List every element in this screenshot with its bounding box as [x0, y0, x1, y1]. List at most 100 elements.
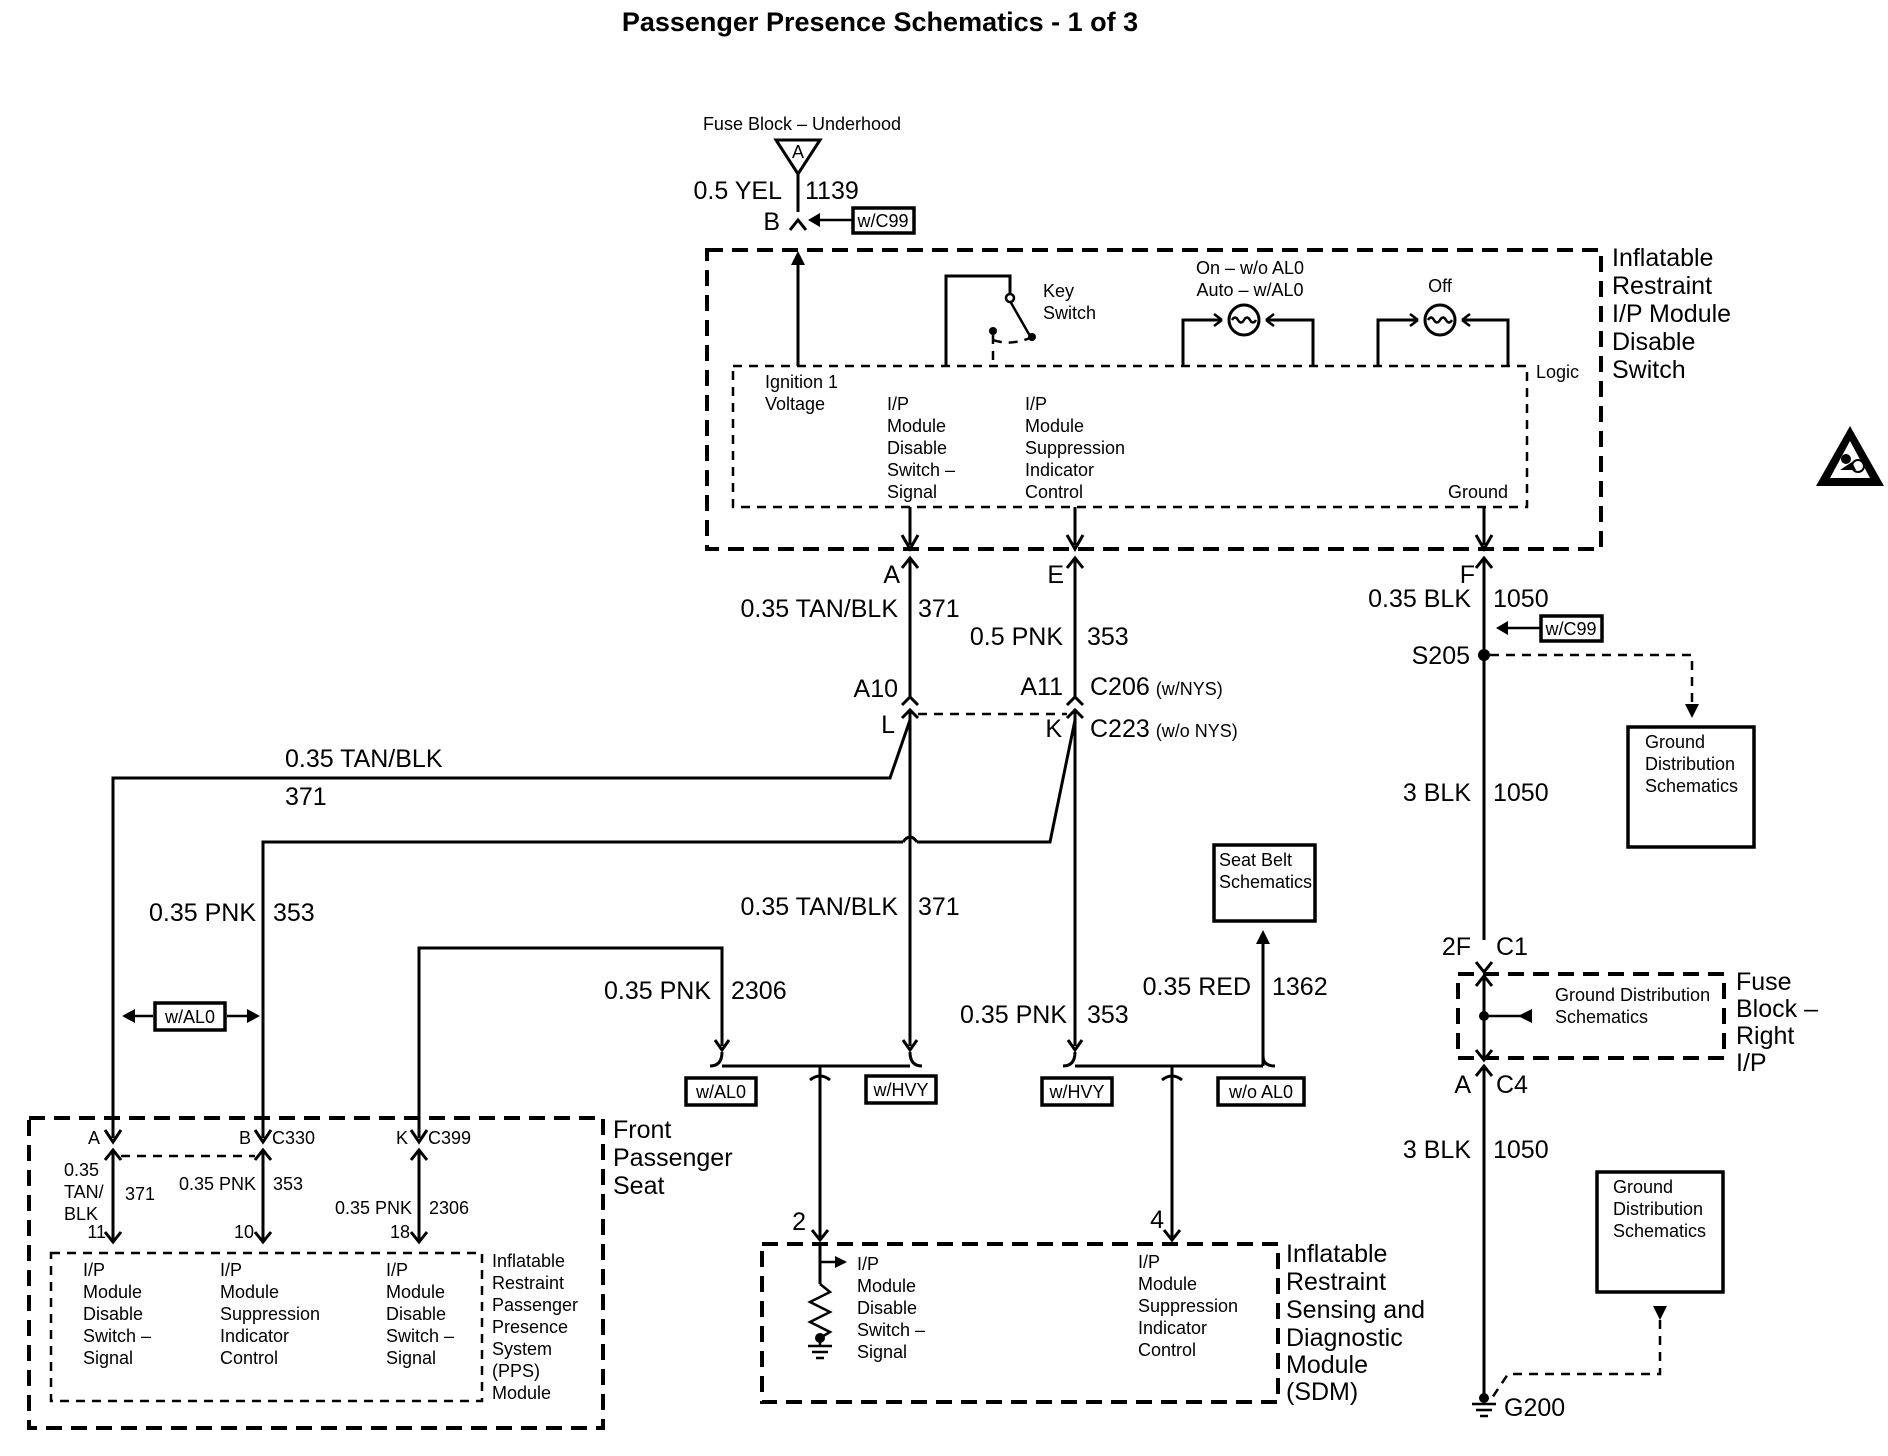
off-indicator: [1376, 318, 1510, 366]
svg-text:w/AL0: w/AL0: [695, 1082, 746, 1102]
wire-2306-circuit: 2306: [731, 977, 787, 1005]
svg-text:Block –: Block –: [1736, 995, 1818, 1023]
wire-1050-3blk-b-circuit: 1050: [1493, 1136, 1549, 1164]
connector-c1: C1: [1496, 933, 1528, 961]
svg-text:Ignition 1: Ignition 1: [765, 372, 838, 392]
svg-text:Seat: Seat: [613, 1172, 664, 1200]
svg-text:Switch –: Switch –: [83, 1326, 151, 1346]
seat-term-b: B: [239, 1128, 251, 1148]
option-tag-whvy-1: [864, 1074, 938, 1105]
svg-text:Module: Module: [1025, 416, 1084, 436]
svg-text:Key: Key: [1043, 281, 1074, 301]
fuse-terminal-a: A: [792, 142, 804, 162]
option-tag-wc99-splice: [1539, 614, 1604, 643]
svg-text:w/AL0: w/AL0: [164, 1007, 215, 1027]
svg-text:Schematics: Schematics: [1219, 872, 1312, 892]
wire-1050-3blk-b-color: 3 BLK: [1403, 1136, 1471, 1164]
svg-text:Module: Module: [386, 1282, 445, 1302]
connector-a11: A11: [1020, 673, 1063, 701]
pps-module-box: [49, 1251, 484, 1403]
wire-1362-circuit: 1362: [1272, 973, 1328, 1001]
svg-text:Distribution: Distribution: [1613, 1199, 1703, 1219]
seat-wire-371-color: 0.35 TAN/ BLK: [64, 1160, 104, 1224]
disable-switch-box: [705, 248, 1603, 551]
svg-text:I/P: I/P: [386, 1260, 408, 1280]
wire-1050-top-circuit: 1050: [1493, 585, 1549, 613]
svg-text:Inflatable: Inflatable: [1286, 1240, 1387, 1268]
wire-1139-circuit: 1139: [805, 177, 859, 205]
svg-text:(PPS): (PPS): [492, 1361, 540, 1381]
wire-371-left-color: 0.35 TAN/BLK: [285, 745, 443, 773]
svg-text:Diagnostic: Diagnostic: [1286, 1324, 1403, 1352]
fuse-terminal-b: B: [763, 208, 780, 236]
svg-text:Disable: Disable: [386, 1304, 446, 1324]
wire-353-mid-color: 0.35 PNK: [960, 1001, 1067, 1029]
svg-text:Restraint: Restraint: [1612, 272, 1712, 300]
wire-1362-color: 0.35 RED: [1143, 973, 1251, 1001]
wire-371-mid-color: 0.35 TAN/BLK: [741, 893, 899, 921]
svg-text:Ground: Ground: [1613, 1177, 1673, 1197]
wire-353-top-color: 0.5 PNK: [970, 623, 1063, 651]
svg-text:Auto – w/AL0: Auto – w/AL0: [1196, 280, 1303, 300]
connector-a: A: [883, 561, 900, 589]
sdm-col-indicator-control: I/P Module Suppression Indicator Control: [1138, 1252, 1238, 1360]
seat-c399: C399: [428, 1128, 471, 1148]
pps-col-disable-signal-1: I/P Module Disable Switch – Signal: [83, 1260, 151, 1368]
off-lamp-icon: [1423, 303, 1457, 337]
svg-text:Control: Control: [1025, 482, 1083, 502]
svg-text:Voltage: Voltage: [765, 394, 825, 414]
svg-text:Signal: Signal: [386, 1348, 436, 1368]
svg-text:Module: Module: [220, 1282, 279, 1302]
sdm-pin-4: 4: [1150, 1206, 1164, 1234]
svg-text:Restraint: Restraint: [1286, 1268, 1386, 1296]
svg-text:I/P: I/P: [83, 1260, 105, 1280]
svg-text:Module: Module: [1286, 1351, 1368, 1379]
wire-371-top-circuit: 371: [918, 595, 960, 623]
svg-text:Switch: Switch: [1612, 356, 1686, 384]
svg-text:Signal: Signal: [857, 1342, 907, 1362]
seat-pin-18: 18: [390, 1222, 410, 1242]
svg-text:Disable: Disable: [887, 438, 947, 458]
connector-l: L: [881, 711, 895, 739]
svg-text:(SDM): (SDM): [1286, 1378, 1358, 1406]
svg-text:Switch –: Switch –: [887, 460, 955, 480]
g200-label: G200: [1504, 1394, 1565, 1422]
svg-text:Schematics: Schematics: [1645, 776, 1738, 796]
fuse-block-underhood-label: Fuse Block – Underhood: [703, 114, 901, 134]
wire-371-top-color: 0.35 TAN/BLK: [741, 595, 899, 623]
seat-term-k: K: [396, 1128, 408, 1148]
svg-text:Inflatable: Inflatable: [492, 1251, 565, 1271]
splice-s205: [1478, 649, 1490, 661]
seat-wire-371-circuit: 371: [125, 1184, 155, 1204]
seat-wire-353-color: 0.35 PNK: [179, 1174, 256, 1194]
wire-1050-top-color: 0.35 BLK: [1368, 585, 1471, 613]
disable-switch-name: Inflatable Restraint I/P Module Disable …: [1612, 244, 1731, 384]
svg-text:w/C99: w/C99: [1544, 619, 1596, 639]
svg-text:Signal: Signal: [83, 1348, 133, 1368]
front-passenger-seat-box: [27, 1116, 605, 1430]
svg-text:On – w/o AL0: On – w/o AL0: [1196, 258, 1304, 278]
wire-1139-color: 0.5 YEL: [693, 177, 782, 205]
svg-text:Control: Control: [220, 1348, 278, 1368]
connector-a-c4: A: [1454, 1071, 1471, 1099]
fuse-block-right-name: Fuse Block – Right I/P: [1736, 968, 1818, 1077]
svg-text:Signal: Signal: [887, 482, 937, 502]
svg-text:Disable: Disable: [1612, 328, 1695, 356]
svg-text:I/P: I/P: [857, 1254, 879, 1274]
svg-text:Schematics: Schematics: [1555, 1007, 1648, 1027]
wire-1050-3blk-a-color: 3 BLK: [1403, 779, 1471, 807]
pps-col-indicator-control: I/P Module Suppression Indicator Control: [220, 1260, 320, 1368]
ground-label: Ground: [1448, 482, 1508, 502]
connector-c206: C206(w/NYS): [1090, 673, 1223, 701]
option-tag-whvy-2: [1040, 1076, 1114, 1107]
option-tag-wc99-top: [851, 206, 916, 235]
on-lamp-icon: [1227, 303, 1261, 337]
svg-text:Passenger: Passenger: [492, 1295, 578, 1315]
key-switch: [944, 274, 1012, 366]
sdm-pin-2: 2: [792, 1208, 806, 1236]
option-tag-wal0-left: [153, 1001, 227, 1032]
svg-text:Seat Belt: Seat Belt: [1219, 850, 1292, 870]
wire-353-left-color: 0.35 PNK: [149, 899, 256, 927]
svg-text:I/P: I/P: [1138, 1252, 1160, 1272]
fuse-block-right-box: [1456, 972, 1726, 1060]
